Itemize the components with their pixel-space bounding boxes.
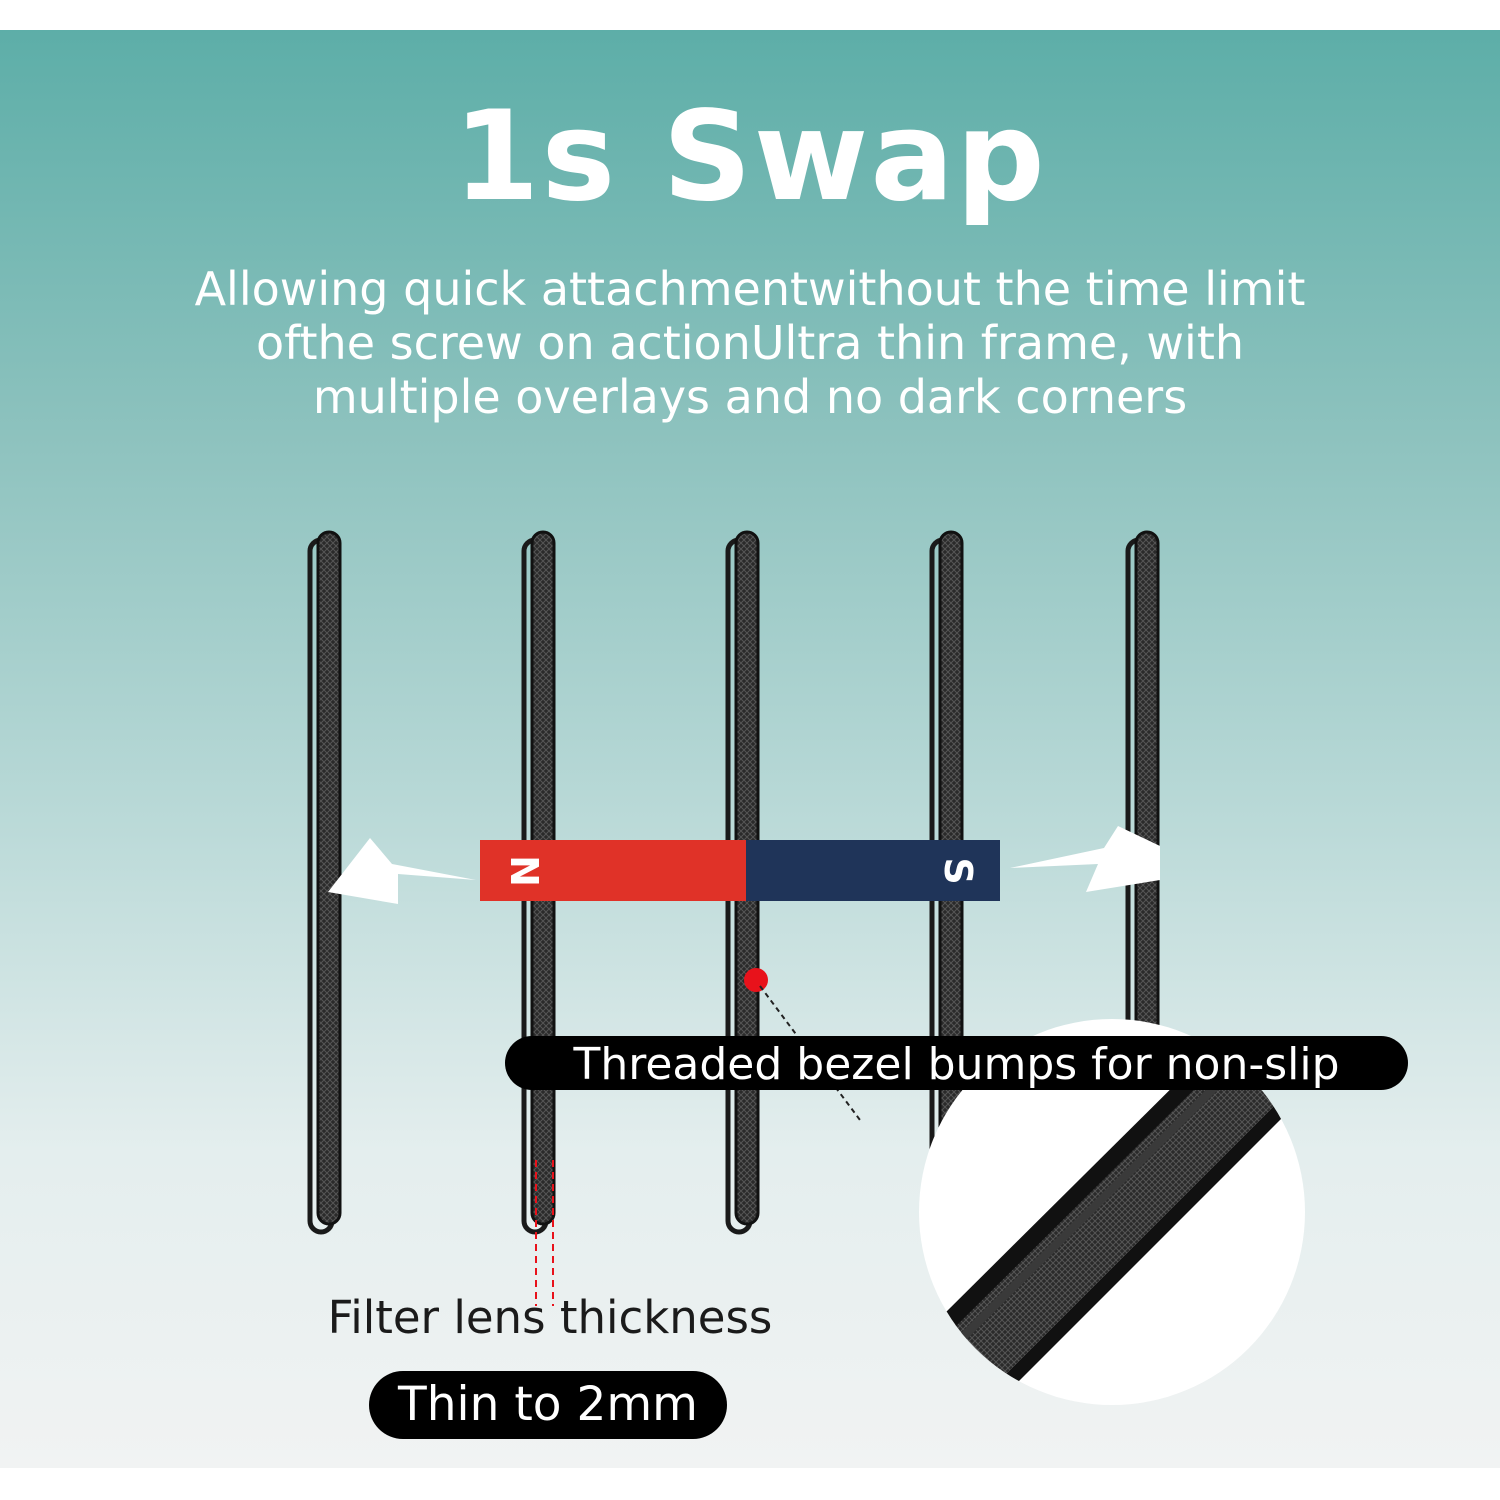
thin-badge: Thin to 2mm xyxy=(369,1371,727,1439)
headline-title: 1s Swap xyxy=(453,85,1047,229)
zoom-detail xyxy=(919,1019,1305,1405)
magnet-north-half xyxy=(480,840,746,901)
headline-subtitle: Allowing quick attachmentwithout the tim… xyxy=(150,262,1350,424)
subtitle-line-3: multiple overlays and no dark corners xyxy=(312,370,1188,424)
lightning-bolt-left-icon xyxy=(328,838,476,904)
subtitle-line-1: Allowing quick attachmentwithout the tim… xyxy=(194,262,1306,316)
magnet-south-label: S xyxy=(936,857,980,884)
bar-magnet: N S xyxy=(480,840,1000,901)
subtitle-line-2: ofthe screw on actionUltra thin frame, w… xyxy=(255,316,1245,370)
lightning-bolt-right-icon xyxy=(1010,826,1160,892)
bezel-marker-dot xyxy=(744,968,768,992)
thickness-caption: Filter lens thickness xyxy=(327,1291,773,1344)
bezel-callout-label: Threaded bezel bumps for non-slip xyxy=(505,1036,1408,1090)
magnet-north-label: N xyxy=(502,855,546,887)
filter-ring-1 xyxy=(307,530,342,1235)
magnet-south-half xyxy=(746,840,1000,901)
